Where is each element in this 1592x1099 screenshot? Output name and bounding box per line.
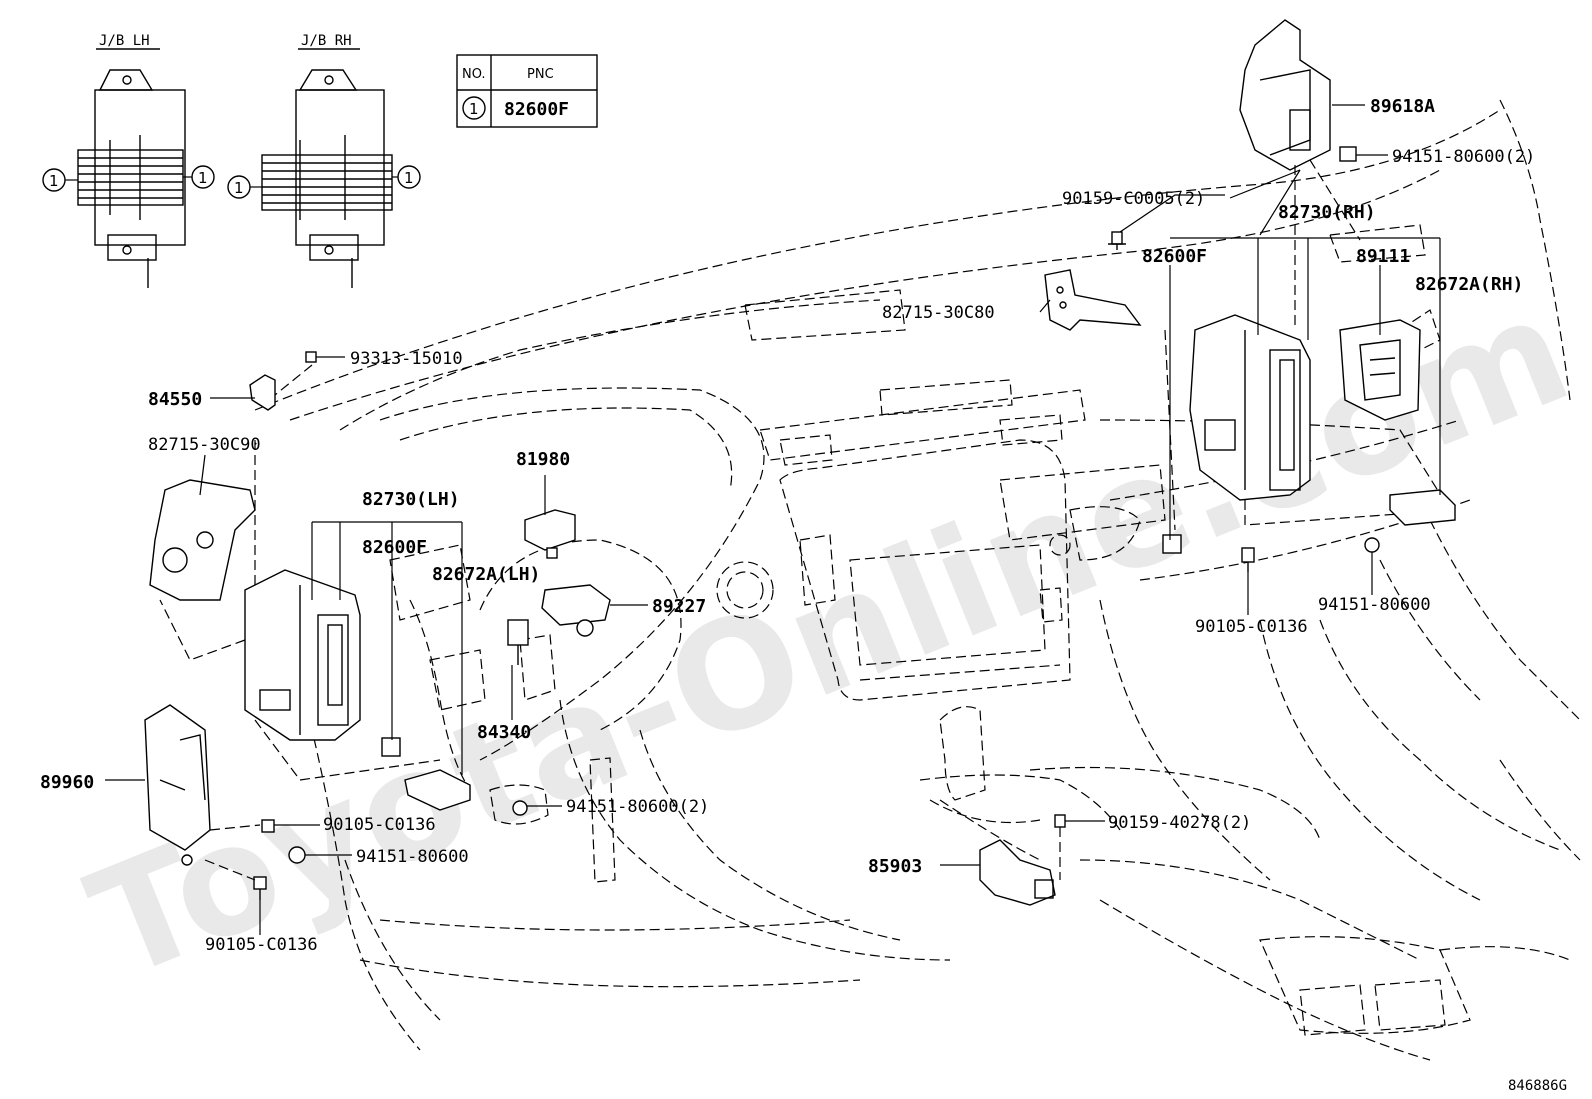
nut-94151-80600-a (288, 846, 306, 864)
label-89960: 89960 (40, 772, 94, 793)
label-84550: 84550 (148, 389, 202, 410)
screw-93313-15010 (305, 351, 317, 363)
jb-lh-title: J/B LH (99, 33, 150, 49)
label-82730-lh: 82730(LH) (362, 489, 460, 510)
part-81980-shape (524, 509, 576, 559)
bolt-90159-40278 (1054, 814, 1066, 828)
pnc-row-value: 82600F (504, 99, 569, 120)
part-82672a-rh-shape (1389, 489, 1456, 526)
part-82715-30c90-shape (149, 479, 256, 601)
pnc-header-pnc: PNC (527, 67, 554, 82)
label-82730-rh: 82730(RH) (1278, 202, 1376, 223)
nut-94151-80600-rh (1364, 537, 1380, 553)
part-84550-shape (249, 374, 276, 411)
label-94151-80600-2-top: 94151-80600(2) (1392, 147, 1535, 167)
bolt-90105-c0136-b (253, 876, 267, 900)
part-89111-shape (1339, 319, 1421, 421)
bolt-90105-c0136-a (261, 819, 275, 833)
label-93313-15010: 93313-15010 (350, 349, 463, 369)
label-94151-80600-rh: 94151-80600 (1318, 595, 1431, 615)
label-84340: 84340 (477, 722, 531, 743)
bolt-90159-c0005 (1108, 231, 1126, 250)
label-90105-c0136-b: 90105-C0136 (205, 935, 318, 955)
jb-rh-title: J/B RH (301, 33, 352, 49)
pnc-row-no: 1 (469, 100, 479, 118)
label-94151-80600-a: 94151-80600 (356, 847, 469, 867)
part-84340-shape (507, 619, 529, 665)
jb-rh-marker-left: 1 (234, 179, 244, 197)
label-85903: 85903 (868, 856, 922, 877)
junction-block-lh: J/B LH 1 1 (42, 33, 215, 288)
leader-lines (105, 104, 1441, 935)
part-89227-shape (541, 584, 611, 637)
jb-lh-marker-right: 1 (198, 169, 208, 187)
part-89618a-shape (1239, 19, 1357, 171)
part-82730-rh-shape (1189, 314, 1311, 501)
pnc-header-no: NO. (462, 67, 486, 82)
part-82730-lh-shape (244, 569, 361, 741)
part-labels: 89618A 94151-80600(2) 90159-C0005(2) 827… (40, 96, 1535, 955)
label-90105-c0136-a: 90105-C0136 (323, 815, 436, 835)
label-89111: 89111 (1356, 246, 1410, 267)
label-82672a-lh: 82672A(LH) (432, 564, 540, 585)
label-90159-c0005-2: 90159-C0005(2) (1062, 189, 1205, 209)
label-82600f-lh: 82600F (362, 537, 427, 558)
label-82600f-rh: 82600F (1142, 246, 1207, 267)
label-82715-30c80: 82715-30C80 (882, 303, 995, 323)
part-85903-shape (979, 839, 1056, 906)
jb-rh-marker-right: 1 (404, 169, 414, 187)
label-90105-c0136-rh: 90105-C0136 (1195, 617, 1308, 637)
label-82672a-rh: 82672A(RH) (1415, 274, 1523, 295)
part-82715-30c80-shape (1044, 269, 1142, 331)
dashboard-outline (254, 99, 1581, 1061)
label-90159-40278-2: 90159-40278(2) (1108, 813, 1251, 833)
part-82672a-lh-shape (404, 769, 471, 811)
label-82715-30c90: 82715-30C90 (148, 435, 261, 455)
pnc-table: NO. PNC 1 82600F (456, 54, 598, 128)
label-94151-80600-2-mid: 94151-80600(2) (566, 797, 709, 817)
label-89618a: 89618A (1370, 96, 1435, 117)
bolt-90105-c0136-rh (1241, 547, 1255, 572)
label-89227: 89227 (652, 596, 706, 617)
nut-94151-80600-2-mid (512, 800, 528, 816)
junction-block-rh: J/B RH 1 1 (227, 33, 421, 288)
label-81980: 81980 (516, 449, 570, 470)
jb-lh-marker-left: 1 (49, 172, 59, 190)
reference-code: 846886G (1508, 1078, 1567, 1094)
